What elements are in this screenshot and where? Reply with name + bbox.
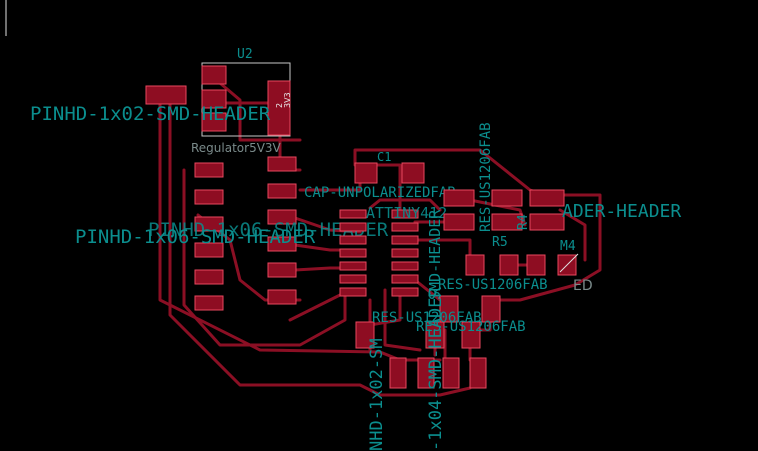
pad[interactable] xyxy=(267,236,297,252)
trace xyxy=(168,101,472,397)
pad[interactable] xyxy=(267,209,297,225)
pad[interactable] xyxy=(481,295,501,323)
pad[interactable] xyxy=(526,254,546,276)
designator-r4: R4 xyxy=(516,214,531,230)
header-1x06[interactable]: PINHD-1x06-SMD-HEADER PINHD-1x06-SMD-HEA… xyxy=(75,156,389,311)
pad[interactable] xyxy=(339,209,367,219)
trace xyxy=(368,198,442,212)
pad[interactable] xyxy=(194,216,224,232)
led-polarity-mark xyxy=(559,253,579,273)
pad-label-2: 2 xyxy=(275,103,284,108)
pad[interactable] xyxy=(339,287,367,297)
designator-r5: R5 xyxy=(492,235,508,250)
pad[interactable] xyxy=(201,65,227,85)
pad[interactable] xyxy=(439,295,459,323)
designator-m4: M4 xyxy=(560,239,576,254)
trace xyxy=(383,288,422,352)
label-res-led: RES-US1206FAB xyxy=(438,277,548,293)
trace xyxy=(212,76,302,142)
pad[interactable] xyxy=(469,357,487,389)
pad[interactable] xyxy=(355,321,375,349)
resistors-lower[interactable]: RES-US1206FAB RES-US1206FAB xyxy=(355,295,526,349)
pad[interactable] xyxy=(491,213,523,231)
resistor-r5[interactable]: R5 RES-US1206FAB xyxy=(443,122,508,250)
pad[interactable] xyxy=(201,112,227,132)
pad[interactable] xyxy=(339,261,367,271)
pad[interactable] xyxy=(391,287,419,297)
pad[interactable] xyxy=(391,261,419,271)
pad[interactable] xyxy=(391,209,419,219)
label-res-vertical: RES-US1206FAB xyxy=(478,122,494,232)
label-pinhd-1x06: PINHD-1x06-SMD-HEADER xyxy=(75,226,316,248)
pad[interactable] xyxy=(391,222,419,232)
label-pinhd-1x02-vertical: NHD-1x02-SM xyxy=(367,338,387,451)
pad[interactable] xyxy=(194,162,224,178)
regulator-u2[interactable]: U2 Regulator5V3V 2 3V3 xyxy=(191,47,292,155)
trace xyxy=(543,193,602,287)
pad[interactable] xyxy=(442,357,460,389)
microcontroller[interactable]: ATTINY412 SMD-HEADER xyxy=(339,204,447,300)
trace xyxy=(182,168,347,347)
pad[interactable] xyxy=(461,321,481,349)
pad[interactable] xyxy=(529,189,565,207)
header-right[interactable]: ADER-HEADER xyxy=(529,189,681,231)
pad[interactable] xyxy=(339,248,367,258)
pad[interactable] xyxy=(443,189,475,207)
label-pinhd-1x02: PINHD-1x02-SMD-HEADER xyxy=(30,103,271,125)
pad[interactable] xyxy=(391,274,419,284)
designator-u2: U2 xyxy=(237,47,253,62)
pad[interactable] xyxy=(401,162,425,184)
pad[interactable] xyxy=(499,254,519,276)
label-attiny: ATTINY412 xyxy=(366,204,447,222)
pad[interactable] xyxy=(267,156,297,172)
label-pinhd-1x06-overlap: PINHD-1x06-SMD-HEADER xyxy=(148,219,389,241)
pad[interactable] xyxy=(443,213,475,231)
designator-c1: C1 xyxy=(377,150,391,164)
value-regulator: Regulator5V3V xyxy=(191,141,282,155)
pad[interactable] xyxy=(529,213,565,231)
pad[interactable] xyxy=(201,89,227,109)
label-header-vertical-mid: SMD-HEADER xyxy=(426,209,444,300)
label-pinhd-1x04-vertical: -1x04-SMD-HEADER xyxy=(426,286,446,451)
pad[interactable] xyxy=(194,269,224,285)
pad[interactable] xyxy=(267,183,297,199)
pad[interactable] xyxy=(267,80,291,136)
trace xyxy=(158,101,442,362)
trace xyxy=(558,208,587,262)
pad[interactable] xyxy=(194,295,224,311)
pad[interactable] xyxy=(339,235,367,245)
pad[interactable] xyxy=(391,235,419,245)
pad[interactable] xyxy=(425,321,445,349)
pad[interactable] xyxy=(194,189,224,205)
pad[interactable] xyxy=(267,289,297,305)
led-resistor-row[interactable]: M4 RES-US1206FAB ED xyxy=(438,239,593,294)
trace xyxy=(468,198,527,227)
header-bottom[interactable]: NHD-1x02-SM -1x04-SMD-HEADER xyxy=(367,286,487,451)
pad[interactable] xyxy=(267,262,297,278)
label-res-lower-2: RES-US1206FAB xyxy=(416,319,526,335)
pad[interactable] xyxy=(391,248,419,258)
pad[interactable] xyxy=(194,242,224,258)
pad[interactable] xyxy=(491,189,523,207)
label-cap-unpolarized: CAP-UNPOLARIZEDFAB xyxy=(304,185,456,201)
pad-label-3v3: 3V3 xyxy=(283,92,292,108)
header-1x02-left[interactable]: PINHD-1x02-SMD-HEADER xyxy=(30,85,271,125)
pad[interactable] xyxy=(339,274,367,284)
capacitor-c1[interactable]: C1 CAP-UNPOLARIZEDFAB xyxy=(304,150,456,201)
pad[interactable] xyxy=(354,162,378,184)
label-led: ED xyxy=(573,278,593,294)
pad[interactable] xyxy=(339,222,367,232)
pad[interactable] xyxy=(417,357,435,389)
resistor-r4[interactable]: R4 xyxy=(491,189,531,231)
pad[interactable] xyxy=(465,254,485,276)
label-res-lower-1: RES-US1206FAB xyxy=(372,310,482,326)
pad[interactable] xyxy=(145,85,187,105)
pad[interactable] xyxy=(389,357,407,389)
label-header-right: ADER-HEADER xyxy=(562,201,681,222)
